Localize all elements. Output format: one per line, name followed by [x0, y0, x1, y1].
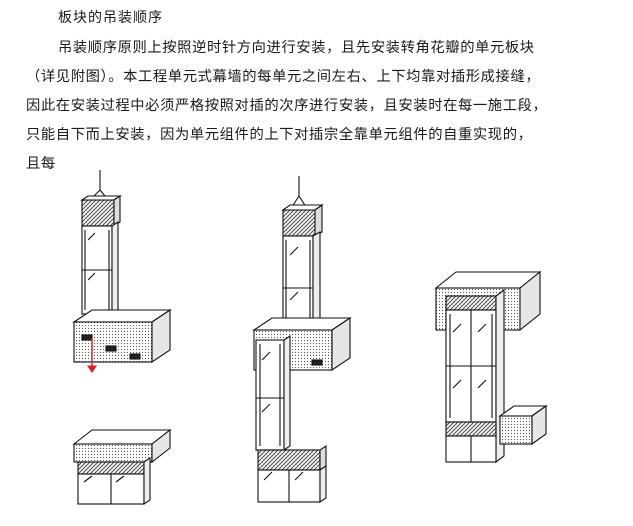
- unit-panel-lifting-b: [281, 176, 324, 325]
- paragraph-line: 因此在安装过程中必须严格按照对插的次序进行安装，且安装时在每一施工段，: [26, 98, 548, 114]
- paragraph-line: 只能自下而上安装，因为单元组件的上下对插宗全靠单元组件的自重实现的，: [26, 127, 533, 143]
- floor-slab-b: [252, 316, 352, 372]
- paragraph-line: 吊装顺序原则上按照逆时针方向进行安装，且先安装转角花瓣的单元板块: [58, 40, 535, 56]
- section-heading: 板块的吊装顺序: [58, 10, 163, 26]
- floor-slab-bottom-a: [72, 428, 172, 506]
- paragraph-line: （详见附图）。本工程单元式幕墙的每单元之间左右、上下均靠对插形成接缝，: [26, 69, 541, 85]
- installation-diagram: [72, 170, 548, 506]
- paragraph-line: 且每: [26, 156, 56, 172]
- unit-panel-installed-b: [255, 334, 327, 504]
- body-paragraph: 吊装顺序原则上按照逆时针方向进行安装，且先安装转角花瓣的单元板块 （详见附图）。…: [26, 34, 616, 179]
- arrow-head-icon: [86, 365, 98, 373]
- floor-slab-c-bottom: [498, 404, 548, 446]
- unit-panel-assembled-c: [445, 288, 505, 464]
- floor-slab-a: [72, 308, 172, 364]
- unit-panel-lifting-a: [80, 170, 122, 316]
